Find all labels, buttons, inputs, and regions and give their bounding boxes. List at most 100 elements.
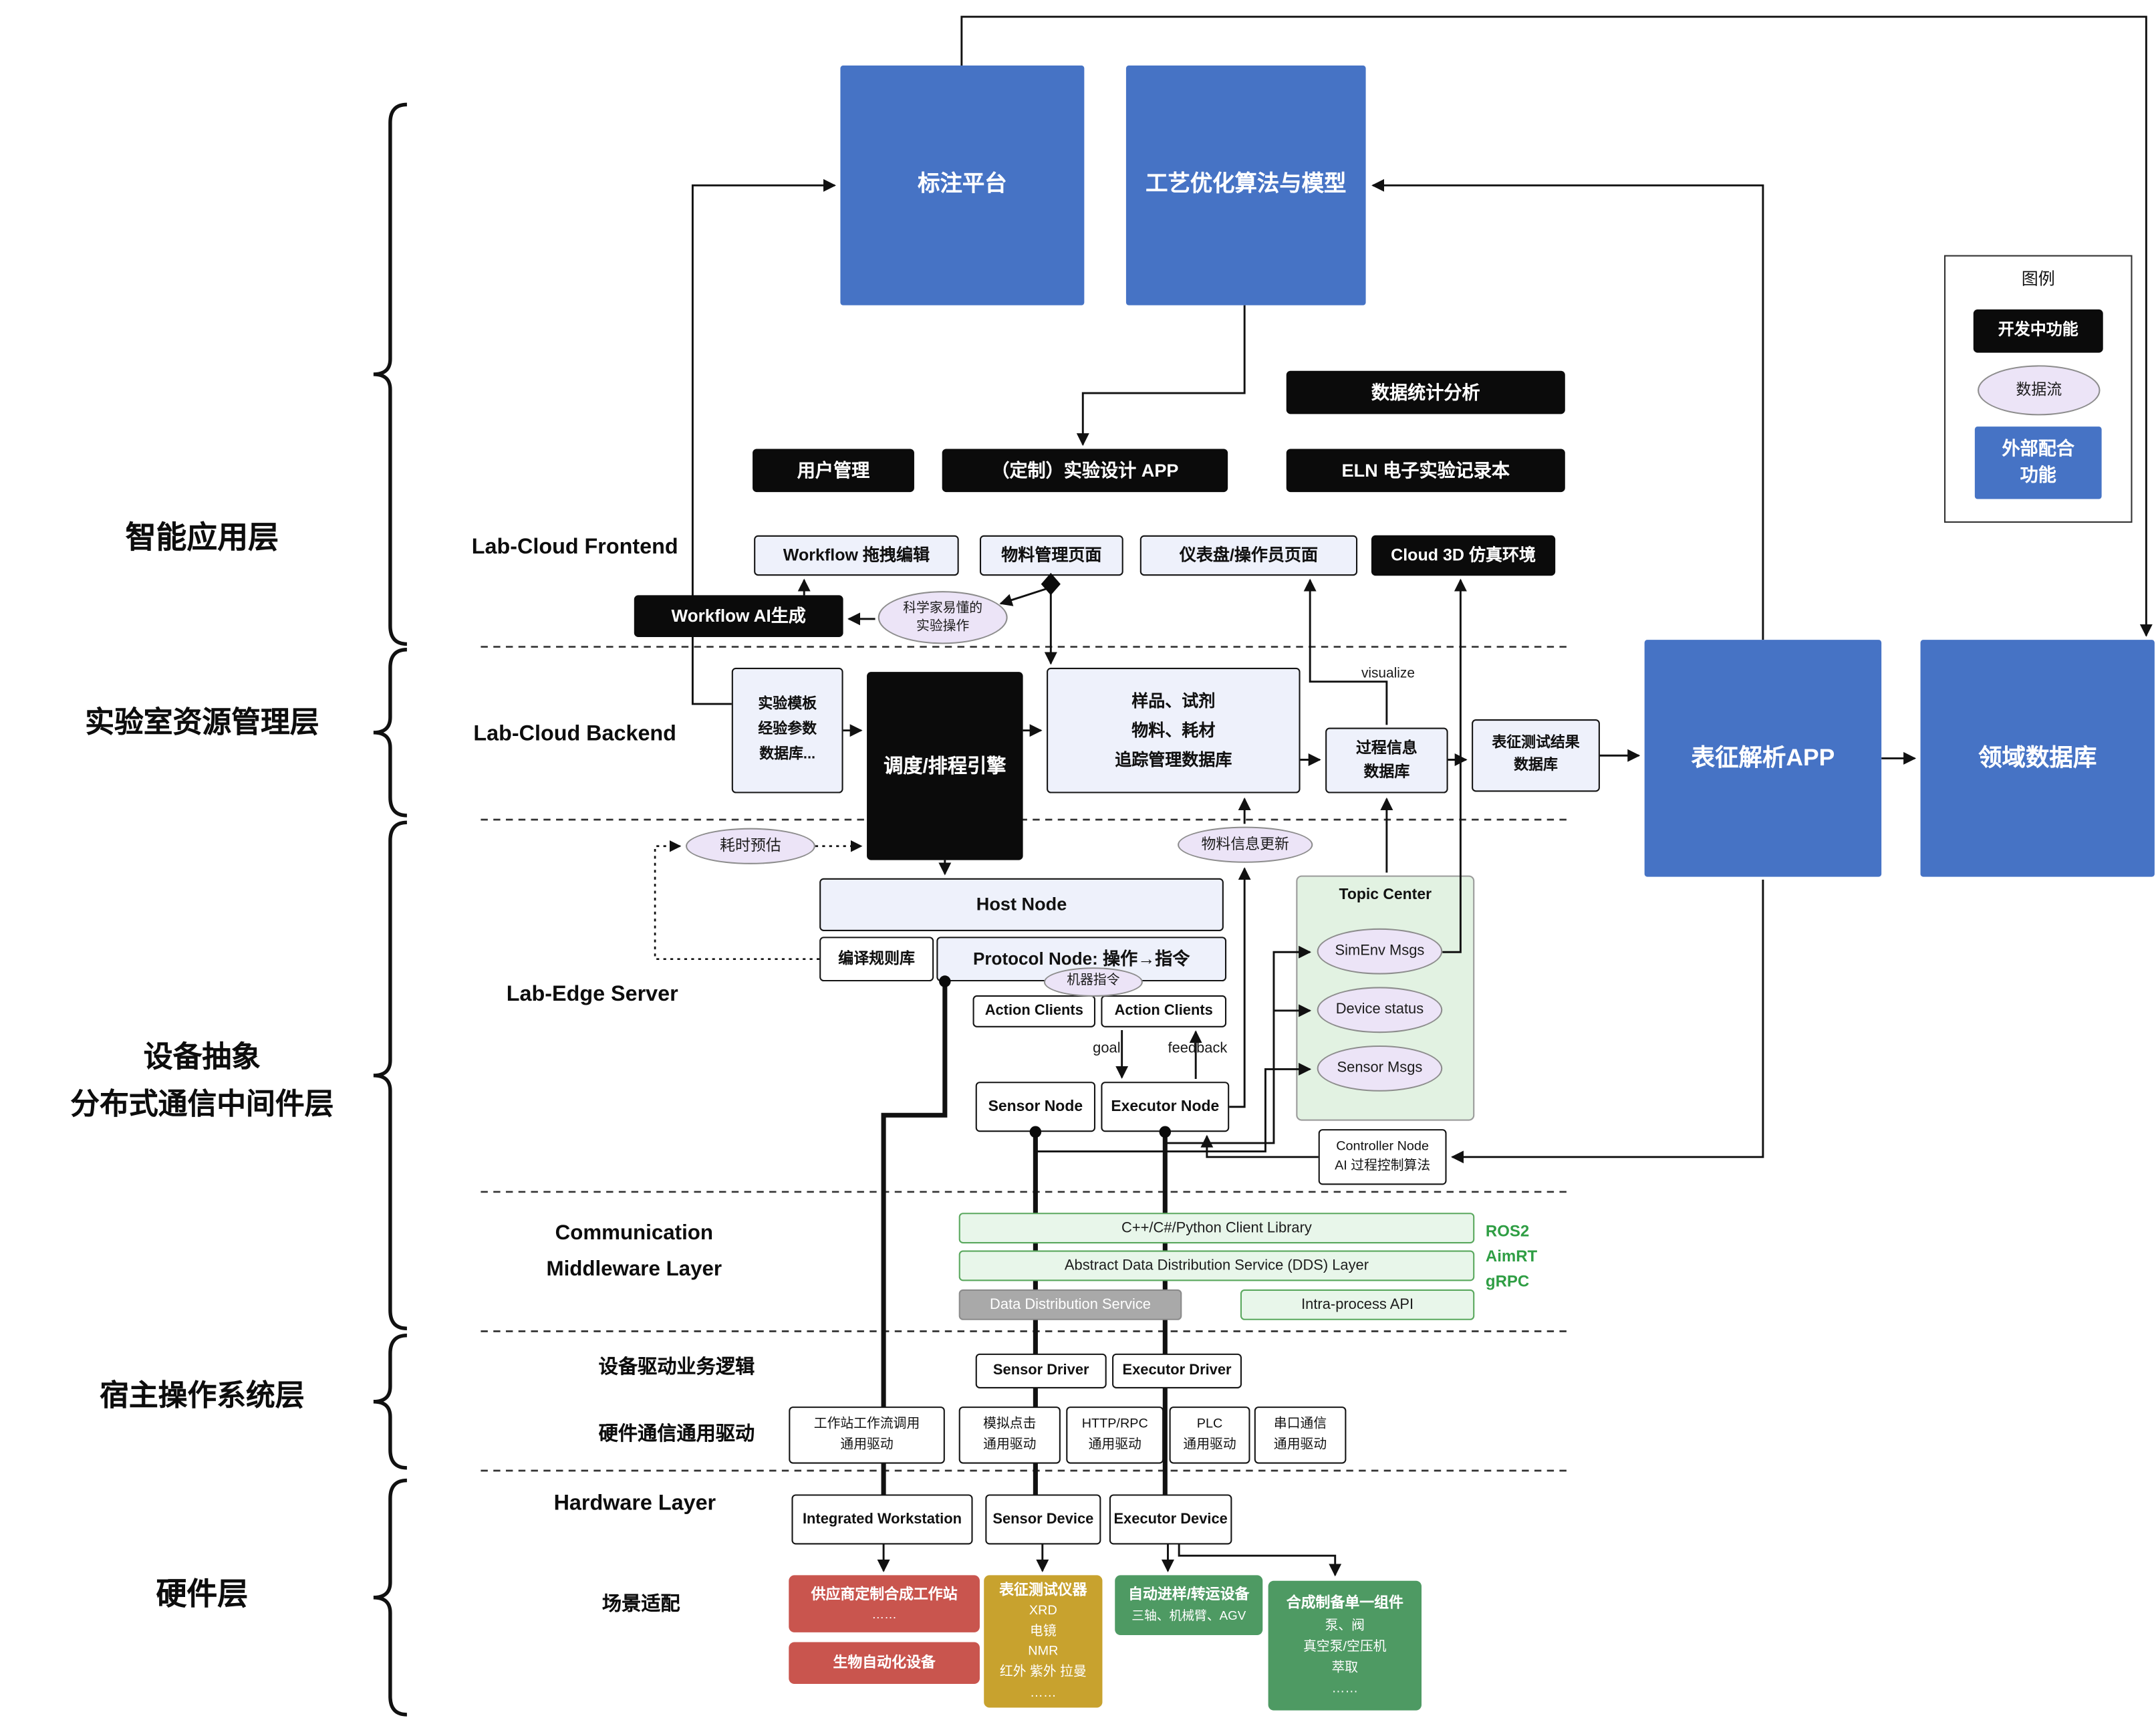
- transfer-devices-line1: 三轴、机械臂、AGV: [1131, 1608, 1246, 1622]
- simenv-msgs-ellipse: SimEnv Msgs: [1317, 928, 1443, 975]
- char-instruments-box: 表征测试仪器 XRD 电镜 NMR 红外 紫外 拉曼 ……: [984, 1575, 1103, 1708]
- annotation-platform-box: 标注平台: [840, 66, 1085, 305]
- process-db-box: 过程信息 数据库: [1325, 727, 1448, 793]
- synthesis-components-line3: 萃取: [1331, 1660, 1359, 1676]
- user-management-box: 用户管理: [753, 449, 914, 493]
- tracking-db-line3: 追踪管理数据库: [1115, 749, 1232, 769]
- section-label-backend: Lab-Cloud Backend: [473, 722, 676, 746]
- section-label-comm-line2: Middleware Layer: [546, 1256, 722, 1281]
- sensor-msgs-ellipse: Sensor Msgs: [1317, 1045, 1443, 1092]
- stack-aimrt: AimRT: [1485, 1249, 1538, 1266]
- serial-driver-line2: 通用驱动: [1273, 1436, 1327, 1452]
- http-rpc-driver-line2: 通用驱动: [1088, 1436, 1141, 1452]
- synthesis-components-title: 合成制备单一组件: [1286, 1594, 1403, 1612]
- scientist-operations-line1: 科学家易懂的: [903, 600, 983, 616]
- section-label-edge-server: Lab-Edge Server: [506, 983, 678, 1007]
- char-instruments-line2: 电镜: [1030, 1623, 1057, 1639]
- action-clients-box-1: Action Clients: [972, 995, 1096, 1027]
- section-label-frontend: Lab-Cloud Frontend: [471, 535, 678, 560]
- section-label-hardware-layer: Hardware Layer: [553, 1491, 716, 1515]
- material-page-box: 物料管理页面: [979, 535, 1123, 576]
- client-library-bar: C++/C#/Python Client Library: [958, 1213, 1475, 1244]
- controller-node-line1: Controller Node: [1336, 1138, 1429, 1154]
- visualize-label: visualize: [1361, 666, 1415, 682]
- transfer-devices-box: 自动进样/转运设备 三轴、机械臂、AGV: [1115, 1575, 1263, 1636]
- synthesis-components-more: ……: [1331, 1681, 1359, 1697]
- device-status-ellipse: Device status: [1317, 987, 1443, 1033]
- char-instruments-line1: XRD: [1029, 1602, 1057, 1618]
- data-statistics-box: 数据统计分析: [1286, 370, 1565, 414]
- tracking-db-box: 样品、试剂 物料、耗材 追踪管理数据库: [1047, 667, 1301, 793]
- bio-automation-box: 生物自动化设备: [789, 1642, 980, 1685]
- executor-node-box: Executor Node: [1101, 1082, 1230, 1132]
- synthesis-components-line2: 真空泵/空压机: [1303, 1638, 1387, 1654]
- layer-label-middleware-line2: 分布式通信中间件层: [70, 1088, 334, 1120]
- stack-ros2: ROS2: [1485, 1223, 1530, 1241]
- domain-db-box: 领域数据库: [1920, 640, 2155, 877]
- vendor-workstation-more: ……: [871, 1606, 897, 1621]
- layer-braces: [373, 102, 408, 1717]
- section-label-hw-driver: 硬件通信通用驱动: [598, 1422, 755, 1445]
- char-result-db-line2: 数据库: [1514, 757, 1558, 774]
- dotted-arrows: [654, 840, 863, 961]
- char-instruments-title: 表征测试仪器: [999, 1581, 1087, 1598]
- dashboard-page-box: 仪表盘/操作员页面: [1139, 535, 1358, 576]
- process-optimization-box: 工艺优化算法与模型: [1125, 66, 1366, 305]
- host-node-box: Host Node: [819, 878, 1224, 931]
- topic-center-title: Topic Center: [1339, 886, 1432, 904]
- stack-grpc: gRPC: [1485, 1273, 1530, 1291]
- compile-rules-box: 编译规则库: [819, 937, 934, 982]
- layer-label-middleware: 设备抽象 分布式通信中间件层: [0, 1034, 404, 1128]
- click-driver-box: 模拟点击 通用驱动: [958, 1406, 1061, 1464]
- plc-driver-box: PLC 通用驱动: [1169, 1406, 1250, 1464]
- tracking-db-line1: 样品、试剂: [1131, 691, 1216, 711]
- protocol-node-box: Protocol Node: 操作→指令: [936, 937, 1227, 982]
- serial-driver-box: 串口通信 通用驱动: [1254, 1406, 1347, 1464]
- legend-title: 图例: [2021, 269, 2055, 289]
- workstation-driver-box: 工作站工作流调用 通用驱动: [789, 1406, 945, 1464]
- http-rpc-driver-line1: HTTP/RPC: [1081, 1417, 1148, 1433]
- template-db-line2: 经验参数: [758, 721, 817, 738]
- dds-service-bar: Data Distribution Service: [958, 1289, 1182, 1320]
- layer-label-resource-mgmt: 实验室资源管理层: [85, 707, 319, 739]
- workflow-ai-box: Workflow AI生成: [634, 595, 843, 637]
- vendor-workstation-title: 供应商定制合成工作站: [811, 1586, 958, 1603]
- plc-driver-line2: 通用驱动: [1183, 1436, 1236, 1452]
- scheduler-engine-box: 调度/排程引擎: [867, 672, 1023, 860]
- char-analysis-app-box: 表征解析APP: [1644, 640, 1882, 877]
- dds-abstract-bar: Abstract Data Distribution Service (DDS)…: [958, 1250, 1475, 1281]
- layer-label-hardware: 硬件层: [156, 1576, 249, 1612]
- char-result-db-line1: 表征测试结果: [1492, 735, 1580, 752]
- workflow-editor-box: Workflow 拖拽编辑: [754, 535, 959, 576]
- char-result-db-box: 表征测试结果 数据库: [1472, 719, 1600, 792]
- transfer-devices-title: 自动进样/转运设备: [1128, 1586, 1250, 1603]
- template-db-line3: 数据库...: [759, 745, 816, 763]
- sensor-driver-box: Sensor Driver: [975, 1353, 1107, 1388]
- sensor-device-box: Sensor Device: [985, 1494, 1101, 1545]
- legend-external-line2: 功能: [2020, 464, 2056, 485]
- workstation-driver-line2: 通用驱动: [840, 1436, 894, 1452]
- legend-data-flow-chip: 数据流: [1978, 365, 2101, 416]
- http-rpc-driver-box: HTTP/RPC 通用驱动: [1066, 1406, 1164, 1464]
- char-instruments-line4: 红外 紫外 拉曼: [999, 1664, 1087, 1680]
- intra-process-api-bar: Intra-process API: [1240, 1289, 1475, 1320]
- char-instruments-line3: NMR: [1028, 1644, 1059, 1660]
- machine-command-ellipse: 机器指令: [1043, 967, 1143, 997]
- legend-external-line1: 外部配合: [2002, 438, 2074, 459]
- click-driver-line1: 模拟点击: [983, 1417, 1037, 1433]
- scientist-operations-ellipse: 科学家易懂的 实验操作: [878, 591, 1008, 644]
- executor-device-box: Executor Device: [1109, 1494, 1232, 1545]
- section-separators: [481, 646, 1573, 1472]
- controller-node-line2: AI 过程控制算法: [1335, 1158, 1431, 1174]
- char-instruments-more: ……: [1030, 1685, 1057, 1701]
- goal-label: goal: [1093, 1039, 1121, 1057]
- legend-in-development-chip: 开发中功能: [1973, 309, 2103, 353]
- sensor-node-box: Sensor Node: [975, 1082, 1096, 1132]
- material-update-ellipse: 物料信息更新: [1178, 826, 1313, 863]
- synthesis-components-box: 合成制备单一组件 泵、阀 真空泵/空压机 萃取 ……: [1268, 1580, 1422, 1711]
- controller-node-box: Controller Node AI 过程控制算法: [1318, 1129, 1447, 1185]
- feedback-label: feedback: [1168, 1039, 1228, 1057]
